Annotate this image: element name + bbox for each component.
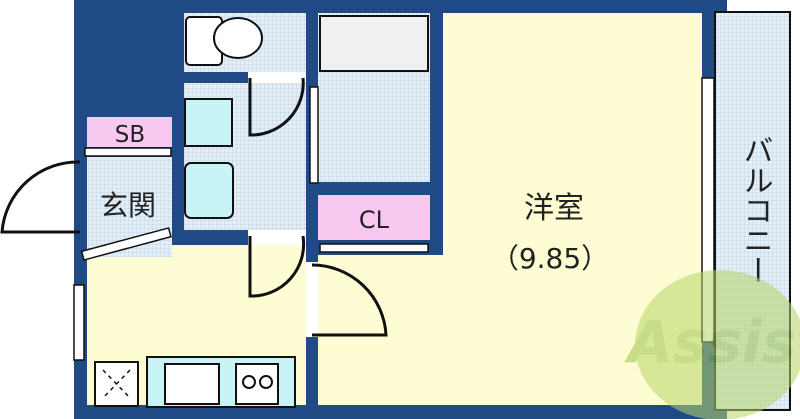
washing-machine-icon [184, 98, 233, 147]
toilet-door[interactable] [248, 77, 305, 137]
assist-logo-watermark: Assist [624, 270, 800, 419]
bathtub-icon [319, 15, 429, 72]
western-room-size: （9.85） [491, 242, 609, 275]
balcony-label: バルコニー [738, 135, 773, 285]
kitchen-window [73, 284, 85, 361]
closet-label: CL [359, 206, 390, 234]
closet [318, 195, 430, 240]
washroom-door[interactable] [248, 235, 306, 298]
washbasin-icon [184, 162, 234, 219]
shoe-box-label: SB [115, 122, 145, 148]
entrance-label: 玄関 [100, 189, 156, 222]
front-door[interactable] [0, 160, 81, 234]
sink-icon [164, 363, 220, 405]
shoe-box [87, 117, 172, 147]
western-room-label: 洋室 [524, 191, 584, 226]
room-door[interactable] [311, 263, 388, 337]
svg-text:Assist: Assist [624, 308, 800, 376]
